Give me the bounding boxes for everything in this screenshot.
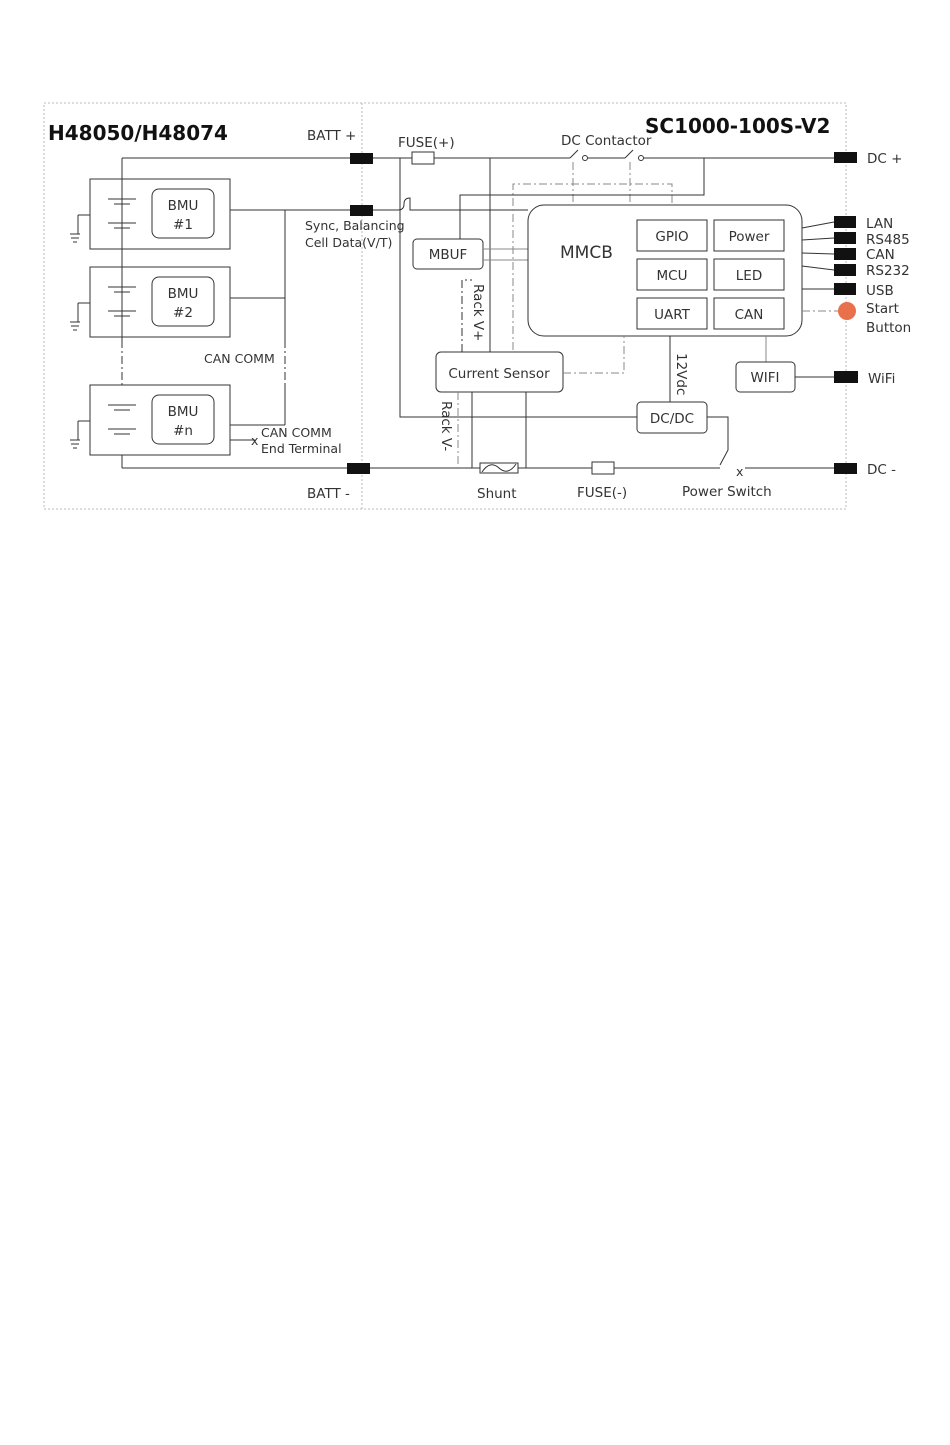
current-sensor-ctrl <box>461 279 472 352</box>
right-title: SC1000-100S-V2 <box>645 114 830 138</box>
bmu-n-name: BMU <box>168 404 199 420</box>
sync-bus-line <box>230 197 528 211</box>
power-switch-x-icon: x <box>736 464 743 479</box>
left-title: H48050/H48074 <box>48 121 228 145</box>
batt-minus-terminal <box>347 463 370 474</box>
start-button-label-1: Start <box>866 301 899 317</box>
rs485-port-label: RS485 <box>866 232 910 248</box>
power-label: Power <box>729 229 770 245</box>
wifi-port-label: WiFi <box>868 371 895 387</box>
shunt-label: Shunt <box>477 486 517 502</box>
fuse-minus-label: FUSE(-) <box>577 485 627 501</box>
can-module-label: CAN <box>735 307 764 323</box>
fuse-minus-symbol <box>591 461 615 475</box>
fuse-plus-label: FUSE(+) <box>398 135 455 151</box>
batt-minus-label: BATT - <box>307 486 350 502</box>
rack-v-plus-label: Rack V+ <box>470 284 486 341</box>
sync-terminal <box>350 205 373 216</box>
uart-module <box>636 297 708 330</box>
power-switch-label: Power Switch <box>682 484 772 500</box>
bmu-2-id: #2 <box>173 305 193 321</box>
dc-minus-label: DC - <box>867 462 896 478</box>
dc-plus-label: DC + <box>867 151 902 167</box>
v12-label: 12Vdc <box>673 353 689 395</box>
dcdc-label: DC/DC <box>650 411 694 427</box>
wifi-label: WIFI <box>750 370 779 386</box>
gpio-label: GPIO <box>655 229 688 245</box>
dcdc-switch-link <box>707 416 729 466</box>
rs232-port-label: RS232 <box>866 263 910 279</box>
start-button-label-2: Button <box>866 320 911 336</box>
can-comm-label: CAN COMM <box>204 351 275 366</box>
start-button-icon <box>838 302 856 320</box>
fuse-plus-symbol <box>411 151 435 165</box>
dc-minus-terminal <box>834 463 857 474</box>
end-terminal-x-icon: x <box>251 433 258 448</box>
current-sensor-mmcb-link <box>563 336 625 374</box>
dc-plus-terminal <box>834 152 857 163</box>
can-comm-end-label-1: CAN COMM <box>261 425 332 440</box>
bmu-n-box <box>151 394 215 445</box>
uart-label: UART <box>654 307 691 323</box>
bmu-2-box <box>151 276 215 327</box>
gpio-module <box>636 219 708 252</box>
bmu-2-name: BMU <box>168 286 199 302</box>
contactor-ctrl-3 <box>512 183 673 350</box>
dc-contactor-icon <box>569 149 644 161</box>
lan-port-label: LAN <box>866 216 893 232</box>
batt-plus-terminal <box>350 153 373 164</box>
port-connectors <box>801 216 856 295</box>
bmu-n-id: #n <box>173 423 193 439</box>
mbuf-block <box>412 238 484 270</box>
bmu-1-name: BMU <box>168 198 199 214</box>
shunt-wave-icon <box>481 463 517 473</box>
bmu-1-id: #1 <box>173 217 193 233</box>
mmcb-label: MMCB <box>560 243 613 263</box>
dc-contactor-label: DC Contactor <box>561 133 652 149</box>
rack-v-minus-label: Rack V- <box>438 401 454 451</box>
can-port-label: CAN <box>866 247 895 263</box>
can-comm-end-label-2: End Terminal <box>261 441 342 456</box>
bmu-1-box <box>151 188 215 239</box>
led-module <box>713 258 785 291</box>
rack-v-plus-wire <box>399 158 637 418</box>
current-sensor-block <box>435 351 564 393</box>
ground-icons <box>70 214 90 449</box>
mbuf-label: MBUF <box>429 247 468 263</box>
led-label: LED <box>736 268 762 284</box>
current-sensor-label: Current Sensor <box>448 366 550 382</box>
mcu-module <box>636 258 708 291</box>
batt-plus-label: BATT + <box>307 128 356 144</box>
sync-label-1: Sync, Balancing <box>305 218 405 233</box>
wifi-port-terminal <box>834 371 858 383</box>
power-module <box>713 219 785 252</box>
plus-bus-down <box>459 158 705 240</box>
can-module <box>713 297 785 330</box>
sync-label-2: Cell Data(V/T) <box>305 235 392 250</box>
mcu-label: MCU <box>657 268 688 284</box>
usb-port-label: USB <box>866 283 894 299</box>
